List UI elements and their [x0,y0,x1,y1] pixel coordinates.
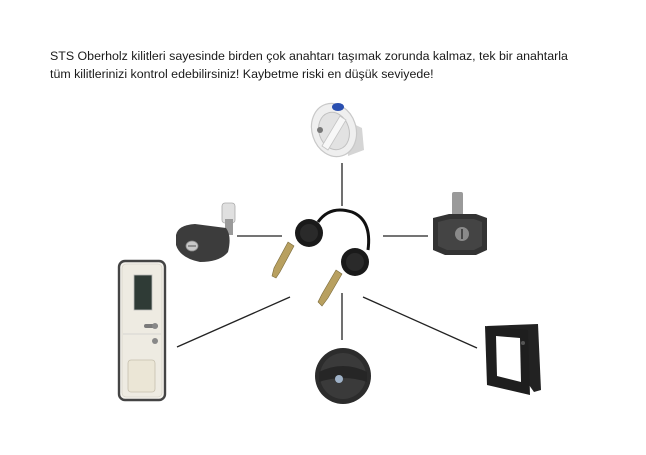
water-filler-cap-lock-icon [310,102,364,158]
entrance-door-icon [117,259,167,402]
intro-line-1: STS Oberholz kilitleri sayesinde birden … [50,49,568,63]
square-push-lock-icon [433,192,487,255]
lever-handle-lock-icon [176,202,236,262]
service-hatch-frame-icon [485,324,541,395]
key-pair-icon [271,208,371,307]
round-flush-lock-icon [315,348,371,404]
intro-text: STS Oberholz kilitleri sayesinde birden … [50,47,630,83]
intro-line-2: tüm kilitlerinizi kontrol edebilirsiniz!… [50,67,434,81]
connector-lines [176,163,478,349]
